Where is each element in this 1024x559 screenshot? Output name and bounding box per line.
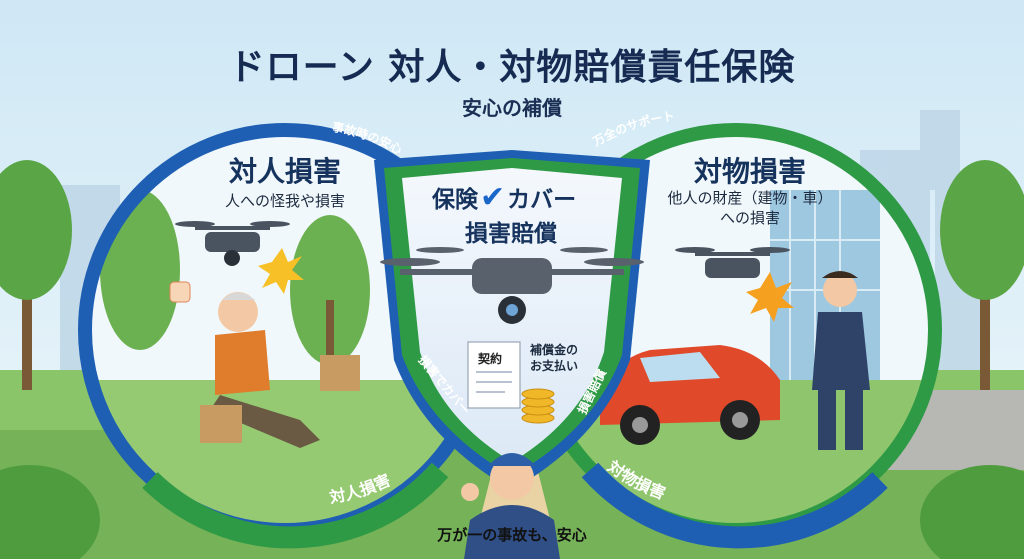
drone-right <box>675 247 790 278</box>
shield-title: 保険✔カバー <box>432 180 576 215</box>
page-title: ドローン 対人・対物賠償責任保険 <box>228 47 796 88</box>
payout-line: お支払い <box>530 359 579 373</box>
shield-title-right: カバー <box>507 187 577 213</box>
right-description-line: 他人の財産（建物・車） <box>667 189 833 207</box>
drone-left <box>175 221 290 266</box>
svg-text:損害賠償: 損害賠償 <box>574 366 609 417</box>
left-description: 人への怪我や損害 <box>224 192 345 210</box>
contract-label: 契約 <box>478 352 503 366</box>
svg-text:対人損害: 対人損害 <box>327 470 393 507</box>
payout-label: 補償金の お支払い <box>530 342 578 374</box>
contract-paper <box>467 341 521 409</box>
coin-stack <box>521 388 555 424</box>
shield-subtitle: 損害賠償 <box>465 221 557 247</box>
drone-center <box>380 247 644 324</box>
arc-label-left-bottom: 対人損害 <box>327 470 393 507</box>
subtitle: 安心の補償 <box>462 96 562 120</box>
left-arc-bottom <box>142 462 449 549</box>
tree <box>0 160 1024 559</box>
shield-title-left: 保険 <box>432 187 478 213</box>
svg-text:万全のサポート: 万全のサポート <box>590 109 676 149</box>
arc-label-left-top: 事故時の安心 <box>331 119 405 157</box>
svg-text:事故時の安心: 事故時の安心 <box>331 119 405 157</box>
payout-line: 補償金の <box>530 343 579 357</box>
svg-text:損害でカバー: 損害でカバー <box>416 352 473 417</box>
arc-label-right-bottom: 対物損害 <box>603 456 668 503</box>
left-heading: 対人損害 <box>228 155 341 188</box>
support-person <box>461 453 560 559</box>
impact-burst <box>258 248 304 294</box>
check-icon: ✔ <box>480 180 506 215</box>
svg-text:対物損害: 対物損害 <box>603 456 668 503</box>
right-description-line: への損害 <box>719 209 780 227</box>
bottom-caption: 万が一の事故も、安心 <box>437 526 587 544</box>
shield-band-right: 損害賠償 <box>574 366 609 417</box>
arc-label-right-top: 万全のサポート <box>590 109 676 149</box>
car <box>600 345 780 445</box>
right-arc-bottom <box>581 462 888 549</box>
elderly-person <box>169 281 360 448</box>
shield-band-left: 損害でカバー <box>416 352 473 417</box>
impact-burst <box>746 272 794 322</box>
businessman <box>812 271 870 450</box>
right-heading: 対物損害 <box>693 155 806 188</box>
right-description: 他人の財産（建物・車） への損害 <box>640 188 860 228</box>
